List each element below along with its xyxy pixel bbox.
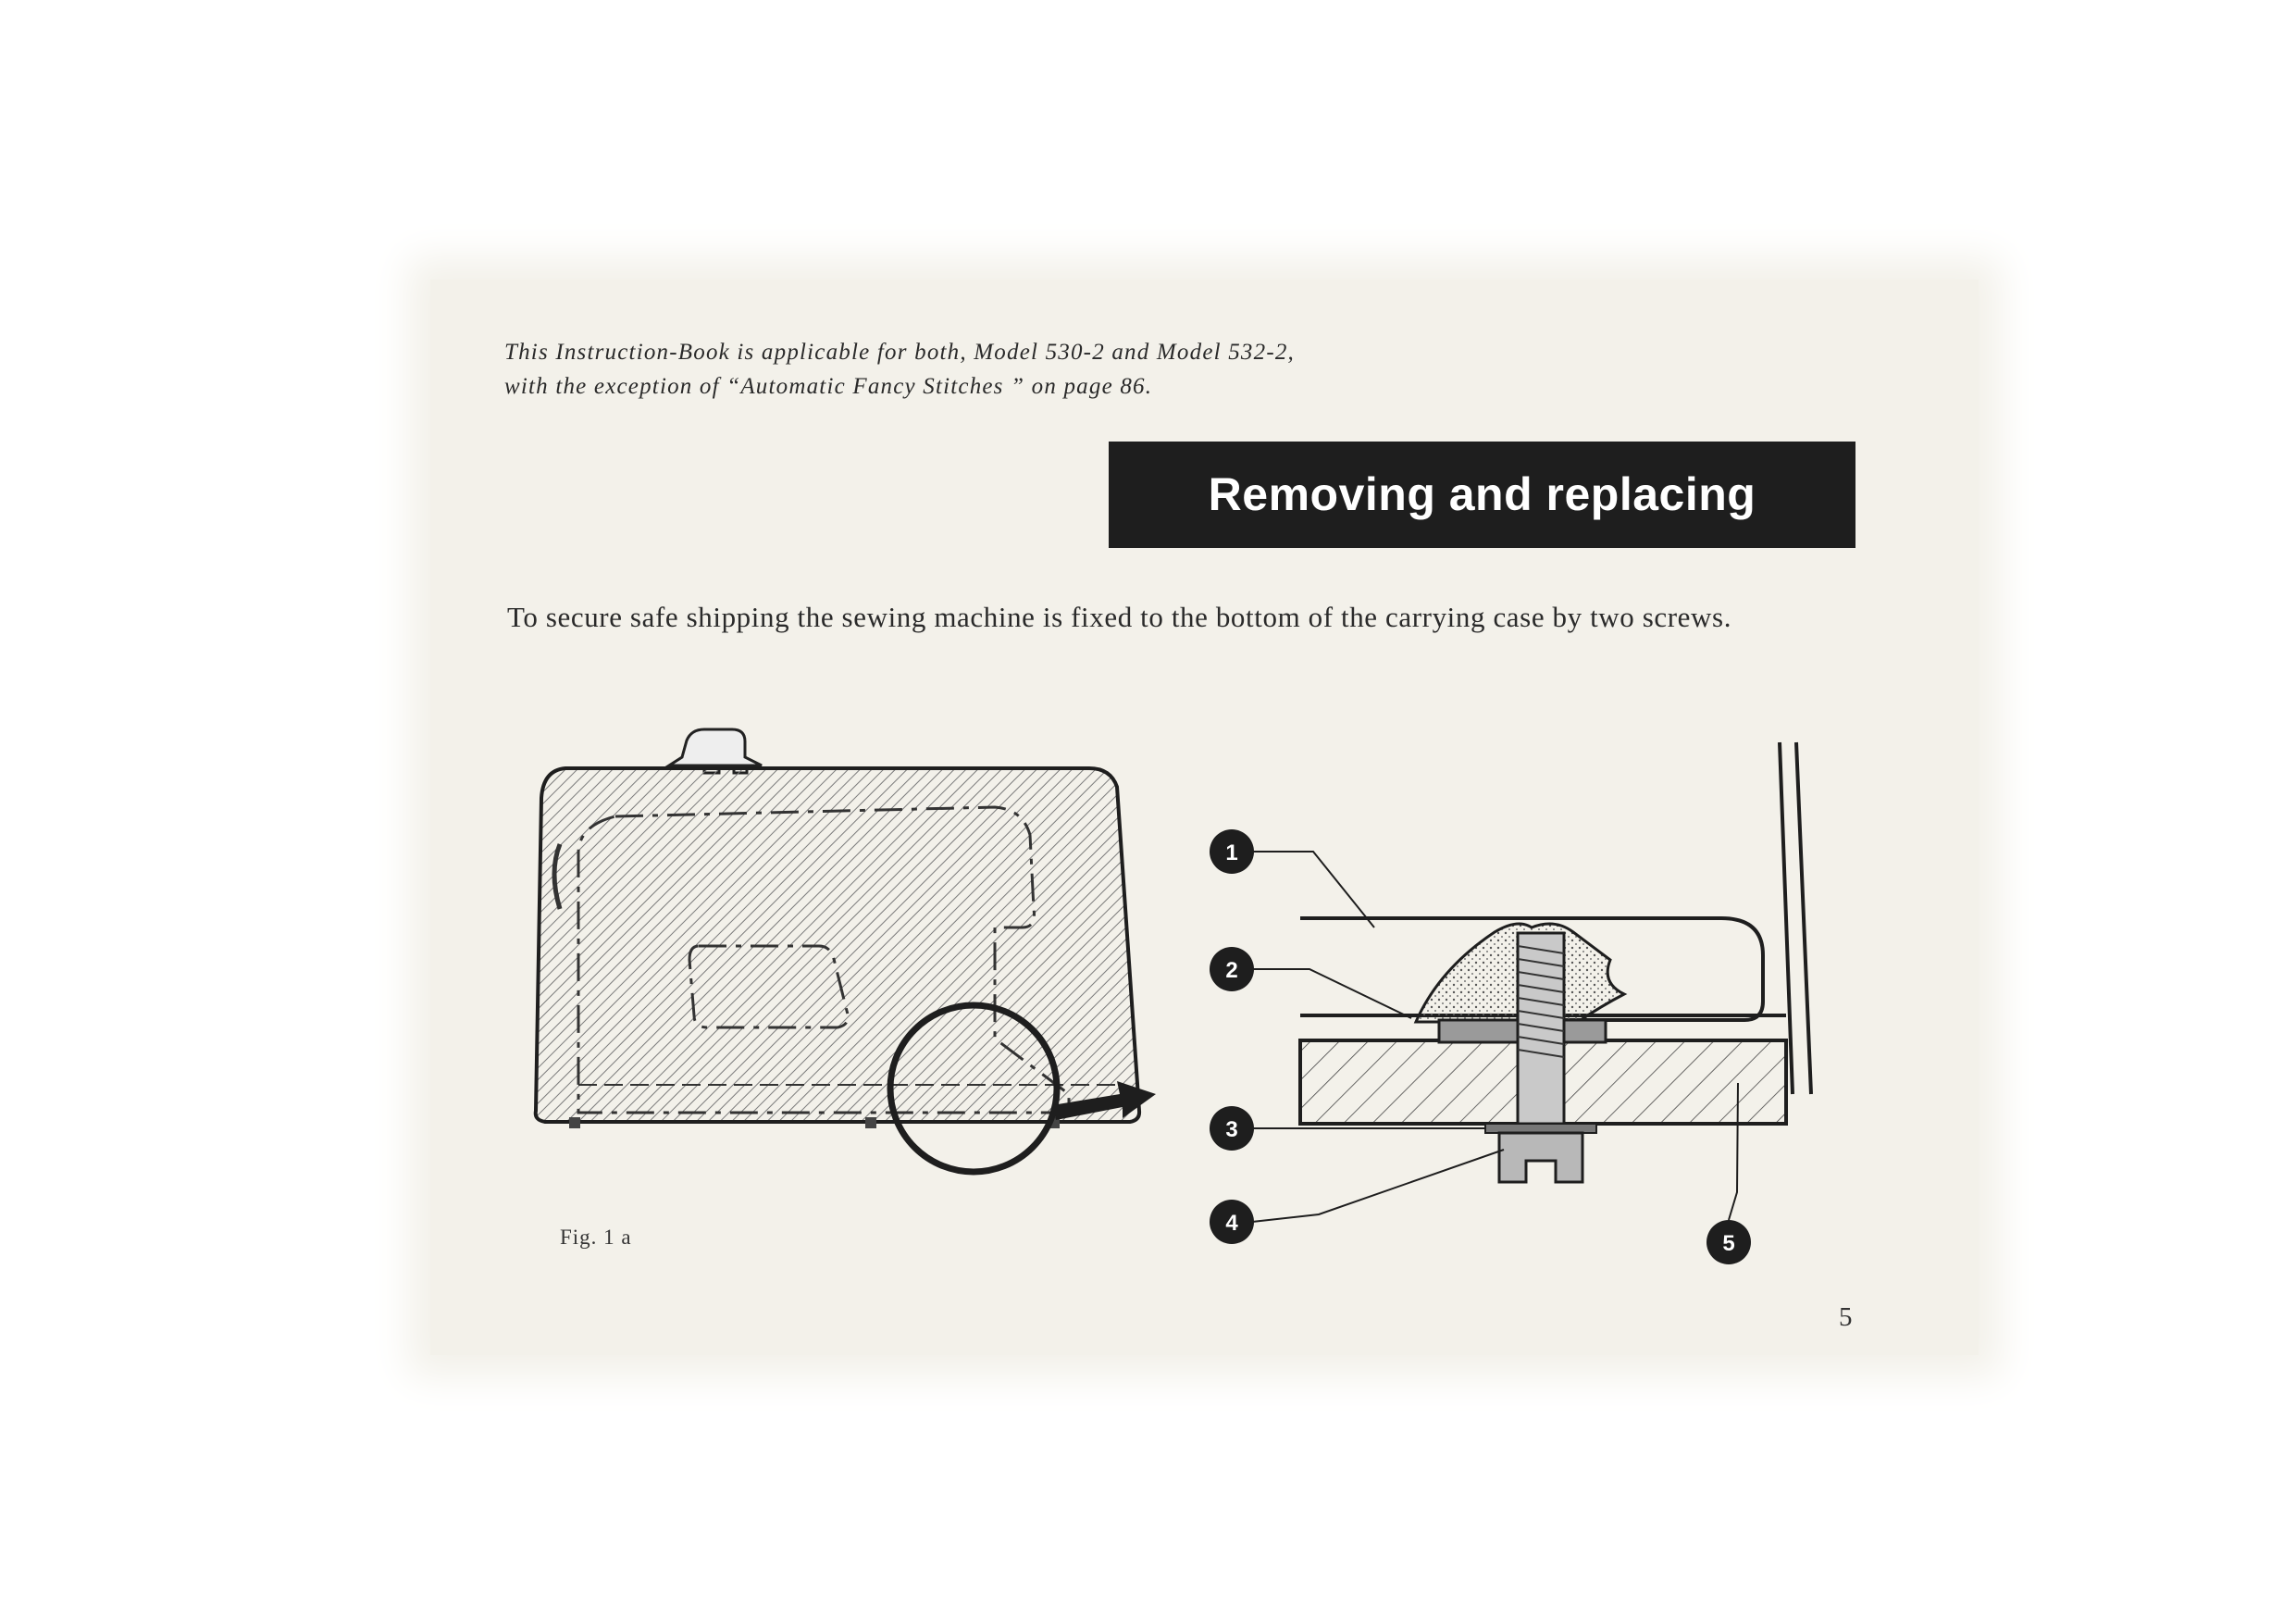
body-paragraph: To secure safe shipping the sewing machi… [507, 601, 1732, 633]
callout-4-label: 4 [1225, 1211, 1238, 1236]
callout-1-label: 1 [1225, 840, 1237, 865]
figure-illustration: 1 2 3 4 5 [533, 728, 1813, 1264]
callout-2-label: 2 [1225, 958, 1237, 983]
note-line-1: This Instruction-Book is applicable for … [504, 340, 1295, 365]
figure-caption: Fig. 1 a [560, 1226, 632, 1249]
callout-1: 1 [1210, 829, 1254, 874]
page-number: 5 [1839, 1302, 1853, 1332]
callout-3-label: 3 [1225, 1117, 1237, 1142]
note-line-2: with the exception of “Automatic Fancy S… [504, 374, 1153, 399]
callout-2: 2 [1210, 947, 1254, 991]
carrying-case-drawing [533, 728, 1156, 1176]
applicability-note: This Instruction-Book is applicable for … [504, 335, 1615, 404]
section-title: Removing and replacing [1109, 442, 1855, 548]
callout-4: 4 [1210, 1200, 1254, 1244]
callout-3: 3 [1210, 1106, 1254, 1151]
manual-page: This Instruction-Book is applicable for … [430, 280, 1979, 1355]
callout-5: 5 [1706, 1220, 1751, 1264]
screw-cross-section-drawing: 1 2 3 4 5 [1210, 741, 1813, 1264]
callout-5-label: 5 [1722, 1231, 1734, 1256]
